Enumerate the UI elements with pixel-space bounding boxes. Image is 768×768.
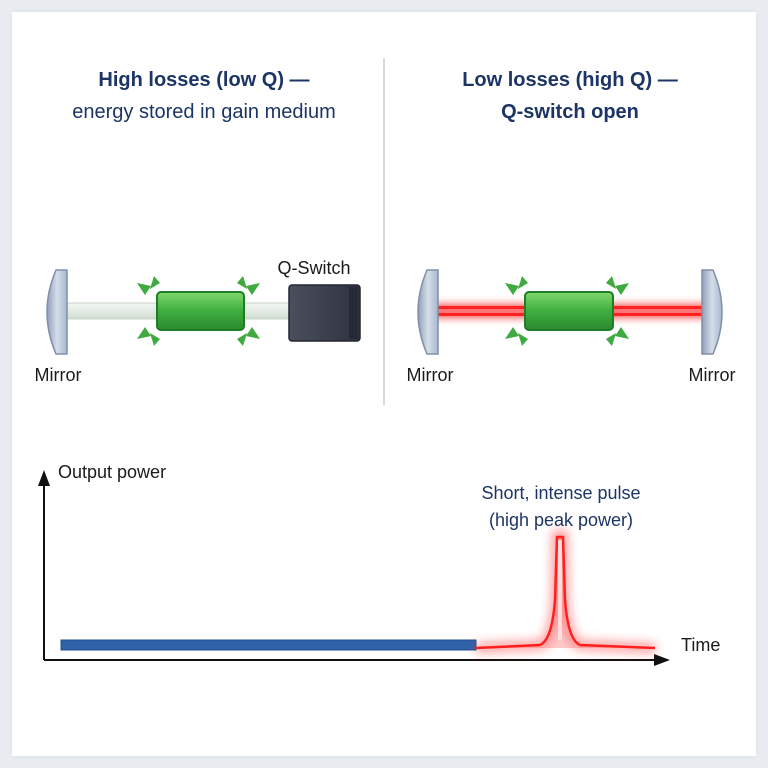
left-title-line2: energy stored in gain medium [72, 101, 335, 123]
x-axis-arrow-icon [654, 654, 670, 666]
y-axis-label: Output power [58, 462, 166, 482]
x-axis-label: Time [681, 635, 720, 655]
qswitch-label: Q-Switch [277, 258, 350, 278]
pulse-curve [475, 535, 656, 650]
qswitch-face [349, 287, 358, 339]
right-right-mirror-label: Mirror [689, 365, 736, 385]
y-axis-arrow-icon [38, 470, 50, 486]
right-title-line2: Q-switch open [501, 101, 639, 123]
right-left-mirror-icon [417, 269, 439, 355]
pulse-annotation-line2: (high peak power) [489, 510, 633, 530]
right-gain-medium [524, 291, 614, 331]
qswitch-icon [288, 284, 361, 342]
left-title-line1: High losses (low Q) — [98, 69, 309, 91]
right-title-line1: Low losses (high Q) — [462, 69, 678, 91]
right-right-mirror-icon [701, 269, 723, 355]
pulse-core [558, 540, 562, 640]
left-mirror-icon [46, 269, 68, 355]
pulse-area [476, 537, 655, 648]
right-cavity: Mirror Mirror [407, 269, 736, 385]
left-mirror-label: Mirror [35, 365, 82, 385]
pulse-annotation-line1: Short, intense pulse [481, 483, 640, 503]
left-gain-medium [156, 291, 245, 331]
output-power-graph: Output power Time Short, intense pulse (… [38, 462, 720, 666]
left-pump-arrows [137, 276, 260, 346]
left-cavity: Q-Switch Mirror [35, 258, 361, 385]
right-pump-arrows [505, 276, 629, 346]
right-left-mirror-label: Mirror [407, 365, 454, 385]
baseline-power-bar [60, 639, 477, 651]
